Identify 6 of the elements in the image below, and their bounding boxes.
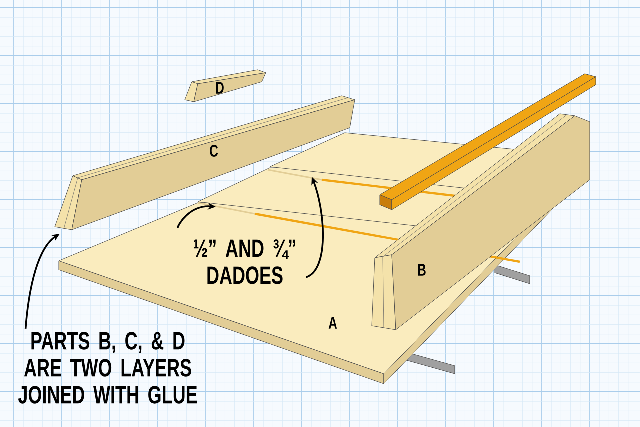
part-letter: D (216, 82, 224, 94)
part-letter: B (418, 264, 426, 276)
callout-text: ½” AND ¾” DADOES (194, 240, 296, 284)
callout-text: PARTS B, C, & D ARE TWO LAYERS JOINED WITH GLUE (18, 332, 198, 404)
part-letter: C (210, 144, 218, 158)
part-letter: A (328, 317, 338, 329)
